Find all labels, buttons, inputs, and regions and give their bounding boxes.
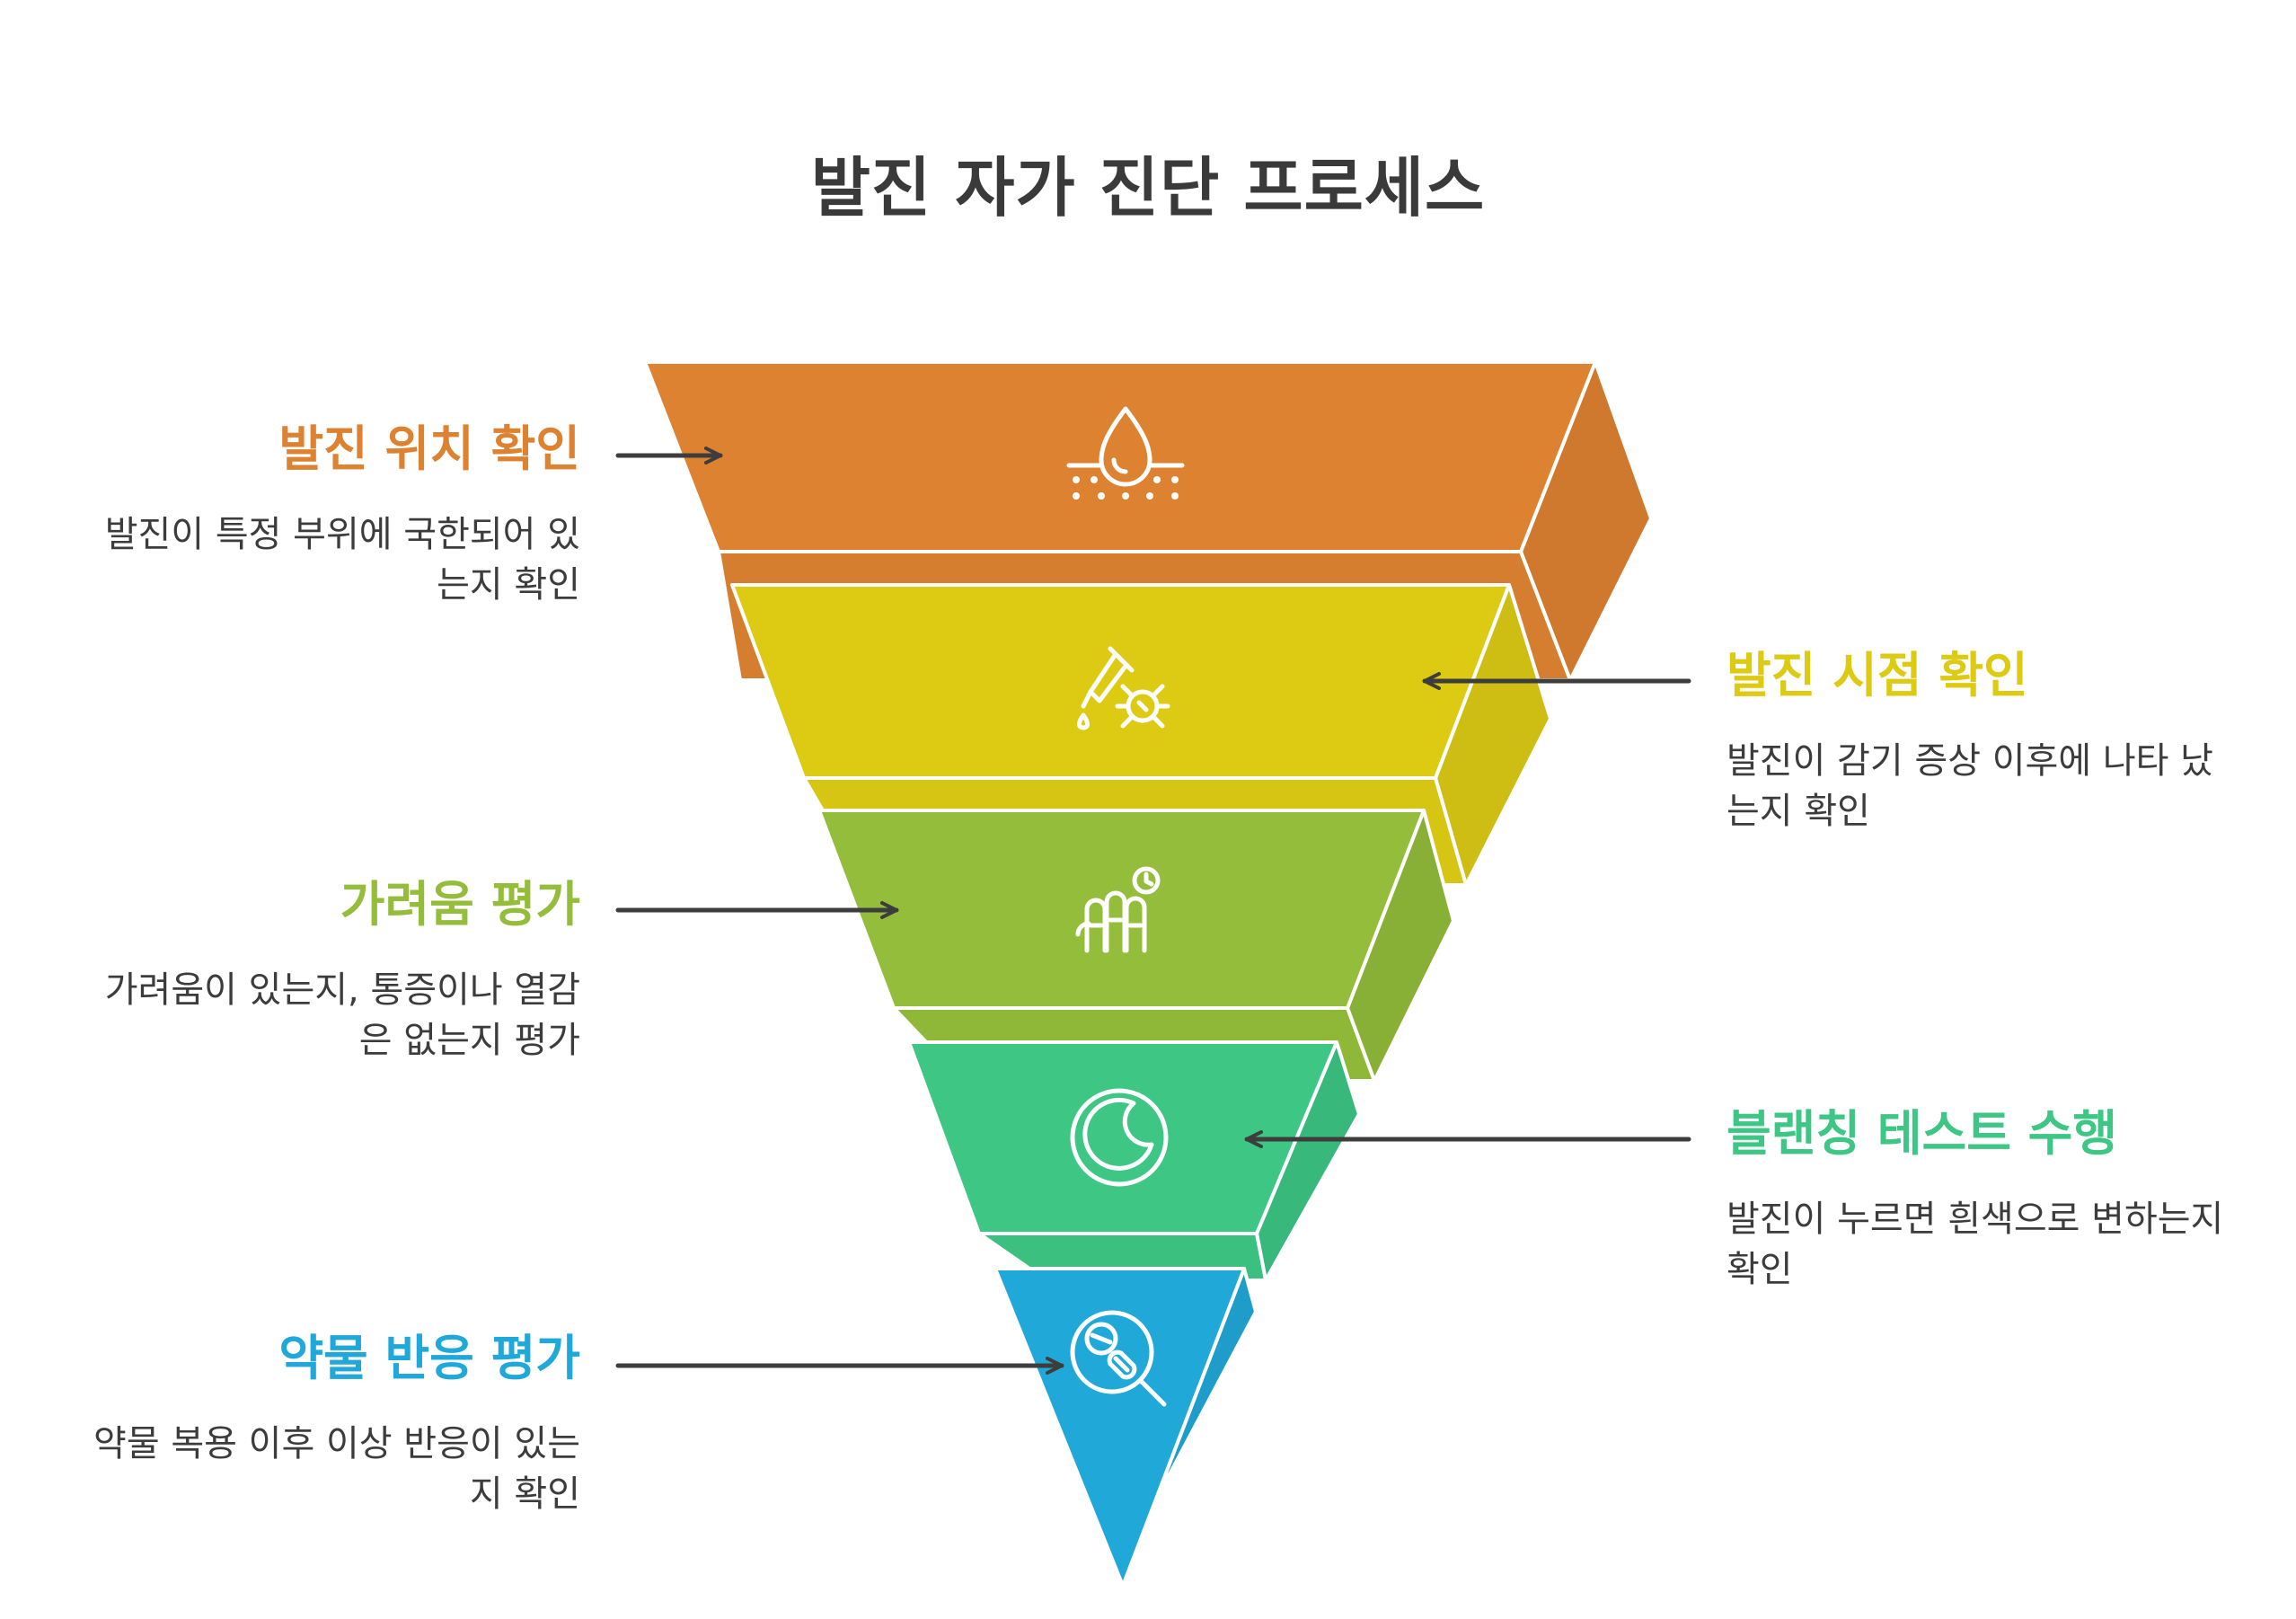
- funnel-layer-5: [993, 1267, 1258, 1588]
- fingers-timer-icon: [1075, 866, 1161, 953]
- step-label-4: 블랜칭 테스트 수행 발진이 누르면 흰색으로 변하는지 확인: [1726, 1105, 2230, 1295]
- step-label-2: 발진 시점 확인 발진이 감기 증상 이후에 나타 났는지 확인: [1726, 647, 2230, 836]
- step-description: 발진이 누르면 흰색으로 변하는지 확인: [1726, 1198, 2224, 1290]
- pill-magnifier-icon: [1070, 1310, 1167, 1407]
- step-heading: 발진 위치 확인: [278, 420, 580, 477]
- step-description: 발진이 감기 증상 이후에 나타 났는지 확인: [1726, 739, 2213, 832]
- step-description: 약물 복용 이후 이상 반응이 있는지 확인: [93, 1422, 580, 1515]
- skin-droplet-icon: [1066, 406, 1185, 500]
- step-heading: 약물 반응 평가: [278, 1330, 580, 1386]
- circle-moon-icon: [1070, 1088, 1169, 1187]
- funnel-layer-4: [907, 1040, 1361, 1282]
- step-heading: 블랜칭 테스트 수행: [1726, 1105, 2118, 1162]
- diagram-title: 발진 자가 진단 프로세스: [810, 150, 1486, 226]
- connector-arrows: [615, 447, 1691, 1375]
- step-description: 가려움이 있는지, 통증이나 열감은 없는지 평가: [104, 969, 580, 1061]
- step-heading: 발진 시점 확인: [1726, 647, 2028, 703]
- step-label-3: 가려움 평가 가려움이 있는지, 통증이나 열감은 없는지 평가: [77, 876, 580, 1066]
- dropper-virus-icon: [1077, 646, 1170, 730]
- step-heading: 가려움 평가: [340, 876, 580, 933]
- step-label-5: 약물 반응 평가 약물 복용 이후 이상 반응이 있는지 확인: [77, 1330, 580, 1519]
- step-label-1: 발진 위치 확인 발진이 특정 부위에 국한되어 있는지 확인: [77, 420, 580, 610]
- funnel-layer-3: [817, 809, 1455, 1083]
- step-description: 발진이 특정 부위에 국한되어 있는지 확인: [104, 513, 580, 606]
